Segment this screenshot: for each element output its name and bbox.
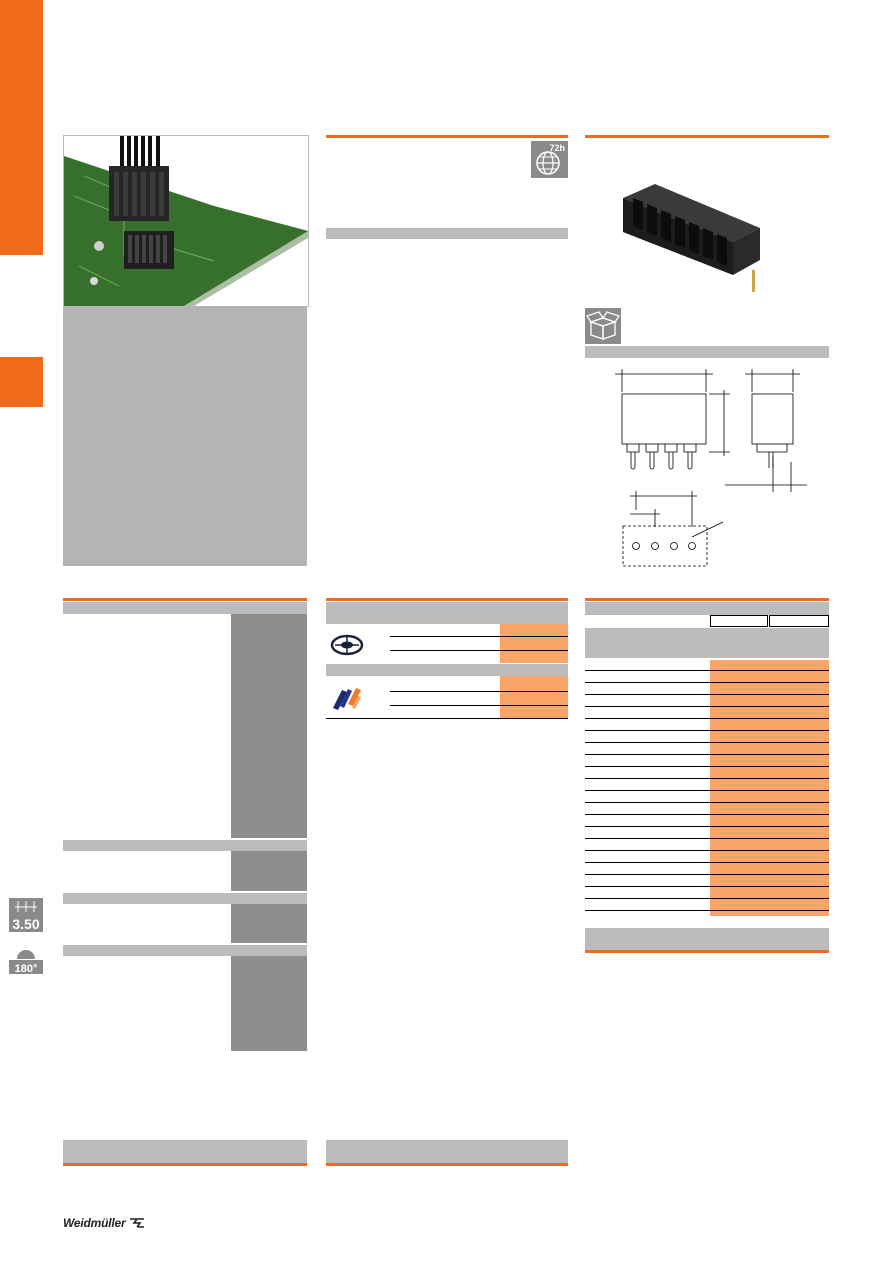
middle-bottom-bar xyxy=(326,1140,568,1164)
ordering-row-line xyxy=(585,874,829,875)
acc-row-3-cell xyxy=(500,651,568,663)
ordering-col-box-2 xyxy=(769,615,829,627)
ordering-row-line xyxy=(585,742,829,743)
ordering-row-line xyxy=(585,826,829,827)
acc-row-5-line xyxy=(390,705,568,706)
logo-mark-icon xyxy=(130,1218,145,1228)
accessories-header xyxy=(326,602,568,624)
ordering-row-line xyxy=(585,814,829,815)
packaging-box-icon xyxy=(585,308,621,344)
data-column-1 xyxy=(231,614,307,838)
left-bottom-rule xyxy=(63,1163,307,1166)
ordering-row-line xyxy=(585,730,829,731)
ordering-row-line xyxy=(585,778,829,779)
ordering-row-line xyxy=(585,886,829,887)
delivery-72h-icon: 72h xyxy=(531,141,568,178)
ordering-header xyxy=(585,602,829,615)
ordering-col-box-1 xyxy=(710,615,768,627)
ordering-row-line xyxy=(585,838,829,839)
angle-180-icon: 180° xyxy=(9,940,43,975)
accessories-subheader xyxy=(326,664,568,676)
acc-row-1-cell xyxy=(500,624,568,636)
ordering-row-line xyxy=(585,670,829,671)
acc-row-2-line xyxy=(390,650,568,651)
ordering-row-line xyxy=(585,718,829,719)
pitch-3-50-icon: 3.50 xyxy=(9,898,43,932)
marker-wheel-icon xyxy=(330,634,364,656)
left-bottom-bar xyxy=(63,1140,307,1164)
delivery-72h-label: 72h xyxy=(549,143,565,153)
ordering-footer-rule xyxy=(585,950,829,953)
ordering-row-line xyxy=(585,850,829,851)
ordering-row-line xyxy=(585,766,829,767)
ordering-row-line xyxy=(585,790,829,791)
right-top-rule xyxy=(585,135,829,138)
acc-row-1-line xyxy=(390,636,568,637)
drawing-section-bar xyxy=(585,346,829,358)
acc-row-4-cell xyxy=(500,676,568,718)
dimension-drawing xyxy=(585,362,829,572)
acc-row-2-cell xyxy=(500,637,568,650)
product-photo xyxy=(63,135,309,307)
ordering-footer xyxy=(585,928,829,950)
edge-tab-top xyxy=(0,0,43,255)
middle-section-bar xyxy=(326,228,568,239)
acc-row-6-line xyxy=(326,718,568,719)
pitch-label: 3.50 xyxy=(12,916,39,932)
acc-row-4-line xyxy=(390,691,568,692)
data-column-3 xyxy=(231,904,307,943)
ordering-row-line xyxy=(585,754,829,755)
data-section-2-header xyxy=(63,840,307,851)
ordering-row-line xyxy=(585,694,829,695)
ordering-row-line xyxy=(585,706,829,707)
logo-wordmark: Weidmüller xyxy=(63,1216,126,1230)
ordering-row-line xyxy=(585,862,829,863)
data-column-2 xyxy=(231,851,307,891)
angle-label: 180° xyxy=(15,963,38,974)
weidmuller-logo: Weidmüller xyxy=(63,1215,145,1231)
data-section-3-header xyxy=(63,893,307,904)
connector-header-image xyxy=(615,170,765,300)
edge-tab-chapter xyxy=(0,357,43,407)
accessories-rule xyxy=(326,598,568,601)
data-column-4 xyxy=(231,956,307,1051)
ordering-row-line xyxy=(585,802,829,803)
ordering-subheader xyxy=(585,628,829,658)
data-section-4-header xyxy=(63,945,307,956)
photo-caption-panel xyxy=(63,306,307,566)
middle-top-rule xyxy=(326,135,568,138)
ordering-rule xyxy=(585,598,829,601)
ordering-value-column xyxy=(710,660,829,916)
middle-bottom-rule xyxy=(326,1163,568,1166)
data-table-header xyxy=(63,602,307,614)
ordering-row-line xyxy=(585,898,829,899)
data-table-rule xyxy=(63,598,307,601)
ordering-row-line xyxy=(585,682,829,683)
coding-elements-icon xyxy=(330,684,364,712)
ordering-row-line xyxy=(585,910,829,911)
